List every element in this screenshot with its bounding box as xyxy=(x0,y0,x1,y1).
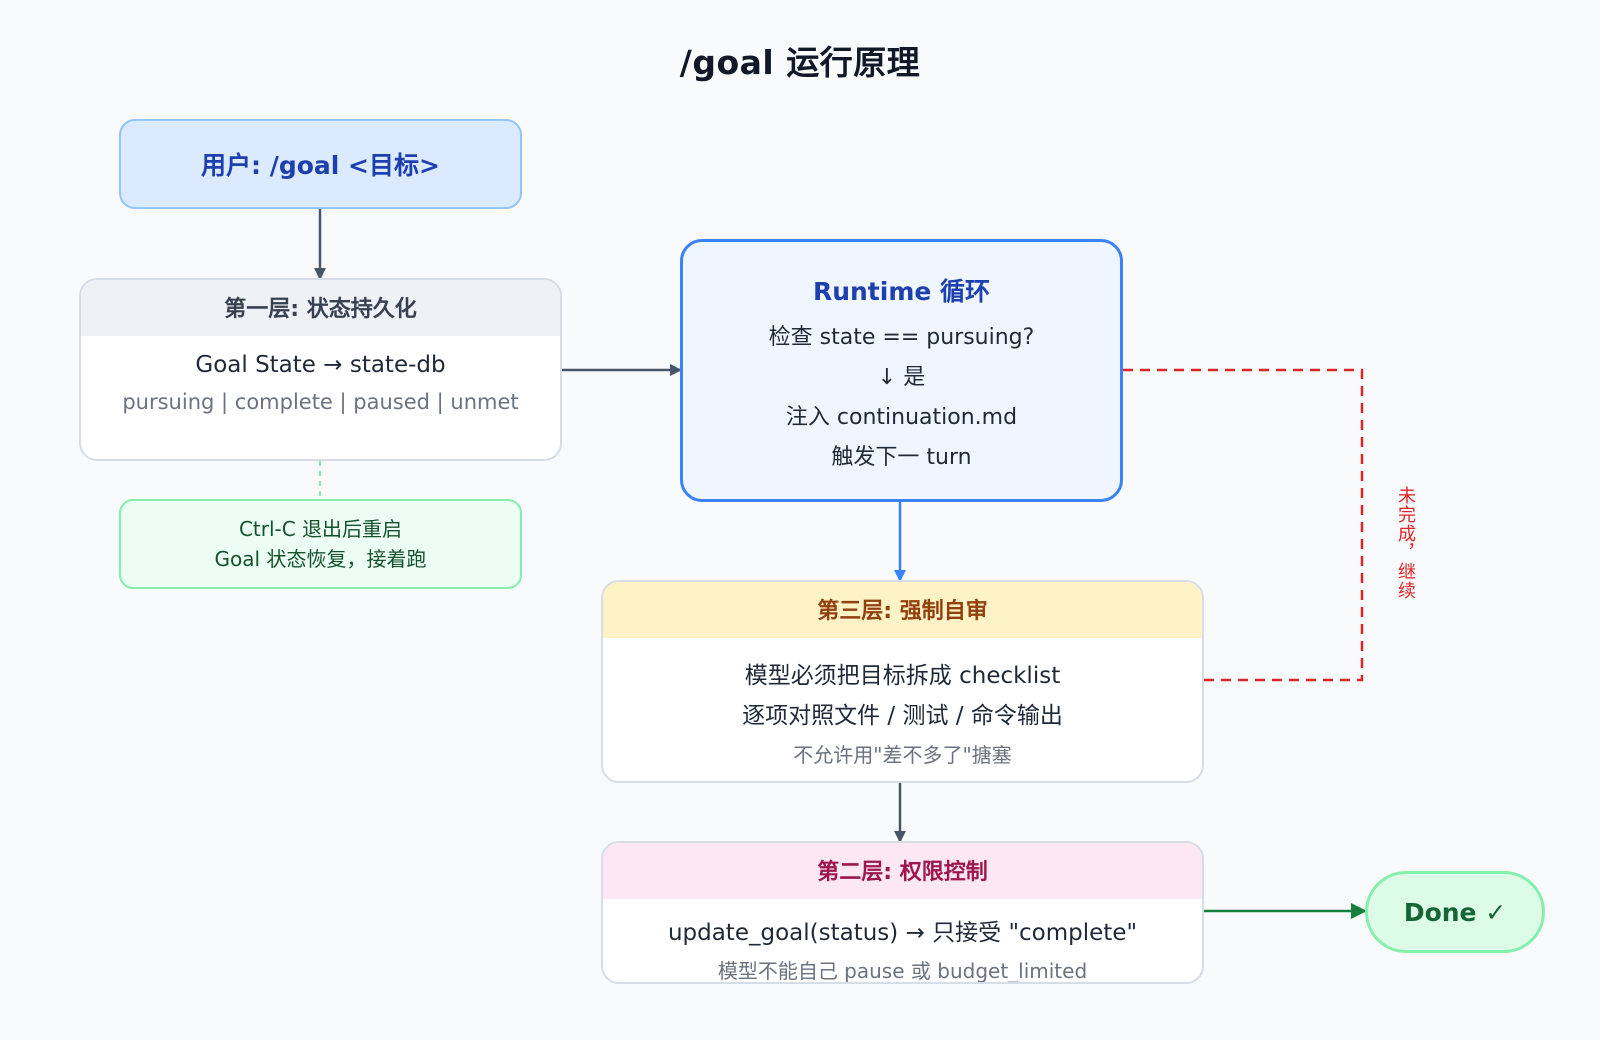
layer1-node: 第一层: 状态持久化 Goal State → state-db pursuin… xyxy=(79,278,562,461)
page-title: /goal 运行原理 xyxy=(679,43,921,82)
layer2-line1: update_goal(status) → 只接受 "complete" xyxy=(667,920,1138,946)
layer2-header: 第二层: 权限控制 xyxy=(603,843,1202,899)
layer3-line1: 模型必须把目标拆成 checklist xyxy=(744,663,1061,689)
done-node: Done ✓ xyxy=(1365,871,1545,953)
loop-label: 未完成，继续 xyxy=(1395,485,1416,600)
layer1-line2: pursuing | complete | paused | unmet xyxy=(122,390,519,414)
layer2-node: 第二层: 权限控制 update_goal(status) → 只接受 "com… xyxy=(601,841,1204,984)
layer2-line2: 模型不能自己 pause 或 budget_limited xyxy=(717,959,1088,983)
layer3-line2: 逐项对照文件 / 测试 / 命令输出 xyxy=(742,703,1063,729)
done-label: Done ✓ xyxy=(1403,897,1507,927)
note-line2: Goal 状态恢复，接着跑 xyxy=(214,547,427,571)
note-line1: Ctrl-C 退出后重启 xyxy=(238,517,403,541)
runtime-header: Runtime 循环 xyxy=(812,277,991,306)
layer3-node: 第三层: 强制自审 模型必须把目标拆成 checklist 逐项对照文件 / 测… xyxy=(601,580,1204,783)
user-command-node: 用户: /goal <目标> xyxy=(119,119,522,209)
layer1-line1: Goal State → state-db xyxy=(195,352,446,378)
runtime-line: 检查 state == pursuing? xyxy=(768,325,1035,350)
runtime-line: ↓ 是 xyxy=(877,365,926,390)
layer3-header: 第三层: 强制自审 xyxy=(603,582,1202,638)
user-command-label: 用户: /goal <目标> xyxy=(201,151,440,180)
runtime-line: 触发下一 turn xyxy=(831,445,972,470)
runtime-line: 注入 continuation.md xyxy=(785,405,1018,430)
restart-note-node: Ctrl-C 退出后重启 Goal 状态恢复，接着跑 xyxy=(119,499,522,589)
runtime-loop-node: Runtime 循环 检查 state == pursuing? ↓ 是 注入 … xyxy=(680,239,1123,502)
layer3-line3: 不允许用"差不多了"搪塞 xyxy=(793,743,1012,767)
layer1-header: 第一层: 状态持久化 xyxy=(81,280,560,336)
